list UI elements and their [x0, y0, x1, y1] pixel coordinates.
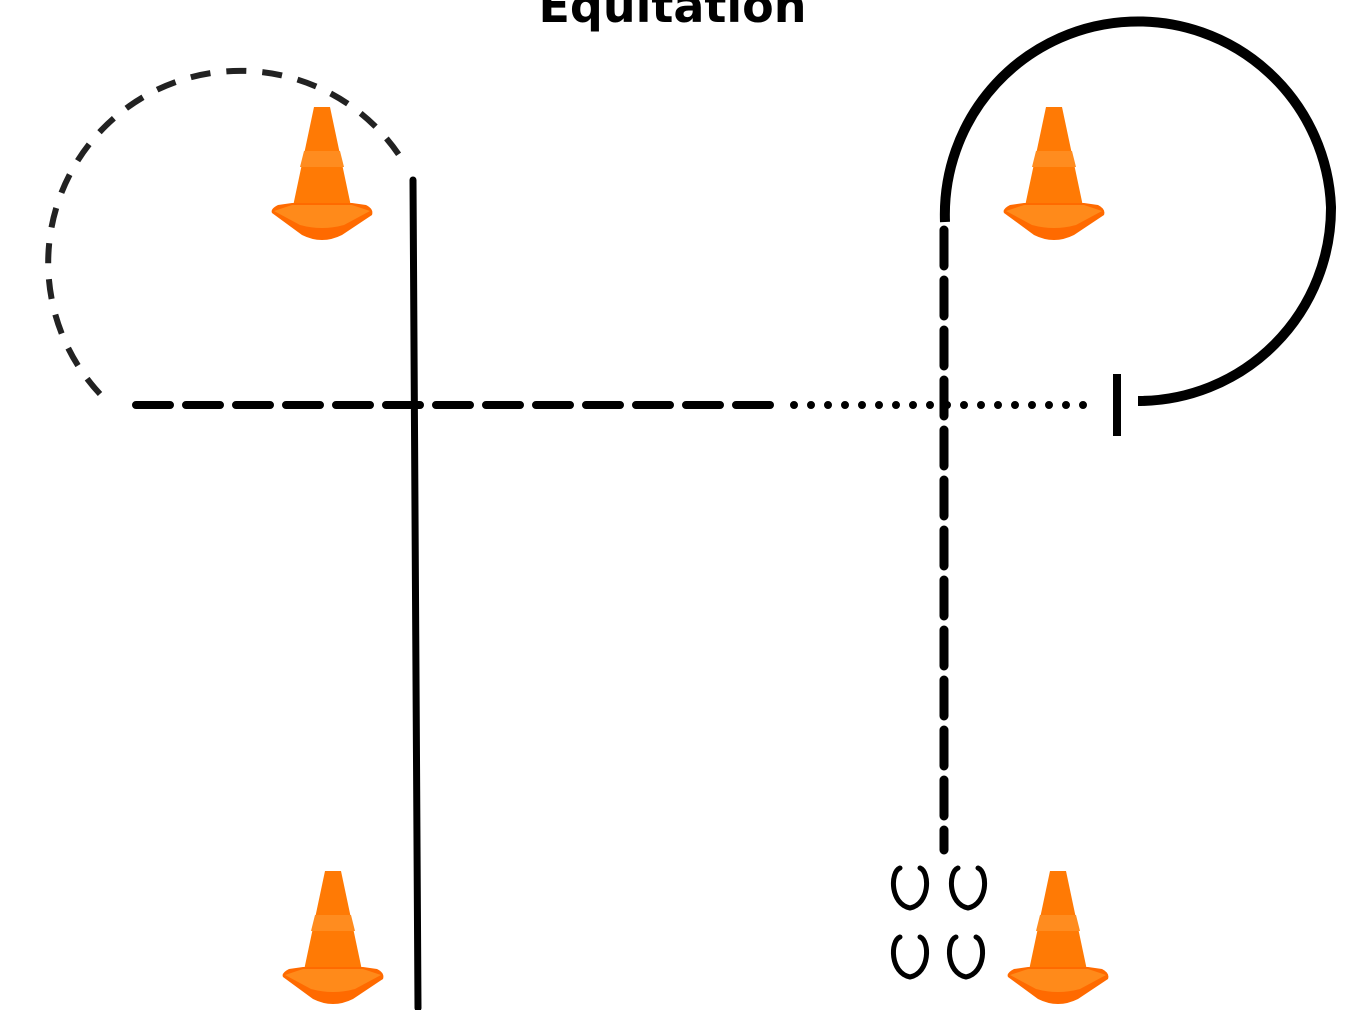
right-circle-path	[939, 16, 1337, 406]
traffic-cone-icon	[1007, 871, 1109, 1004]
traffic-cone-icon	[1003, 107, 1105, 240]
horseshoe-icon	[949, 937, 982, 977]
left-circle-path	[45, 67, 409, 397]
traffic-cone-icon	[282, 871, 384, 1004]
horseshoe-icon	[893, 937, 926, 977]
diagram-title: Equitation	[538, 0, 807, 33]
horseshoe-icon	[893, 868, 926, 908]
left-vertical-line	[409, 176, 422, 1010]
traffic-cone-icon	[271, 107, 373, 240]
horseshoe-icon	[951, 868, 984, 908]
